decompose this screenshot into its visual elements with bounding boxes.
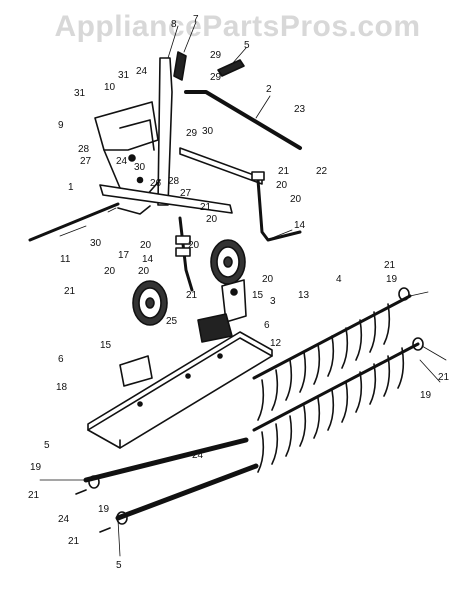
lower-strut: [175, 216, 194, 292]
callout-24: 24: [192, 450, 204, 461]
callout-19: 19: [420, 390, 432, 401]
callout-labels: 7 8 5 29 29 24 31 31 10 9 28 27 24 30 26…: [28, 14, 450, 571]
callout-24: 24: [136, 66, 148, 77]
callout-22: 22: [316, 166, 328, 177]
shaft-part-5-low: [115, 463, 259, 521]
callout-31: 31: [74, 88, 86, 99]
callout-14: 14: [142, 254, 154, 265]
callout-10: 10: [104, 82, 116, 93]
callout-24: 24: [116, 156, 128, 167]
callout-13: 13: [298, 290, 310, 301]
callout-27: 27: [80, 156, 92, 167]
plate-part-6-lower: [119, 355, 153, 387]
callout-30: 30: [202, 126, 214, 137]
axle-bracket: [179, 147, 302, 242]
callout-5: 5: [116, 560, 122, 571]
shaft-part-5-mid: [83, 437, 249, 483]
callout-19: 19: [30, 462, 42, 473]
callout-15: 15: [100, 340, 112, 351]
plate-part-6-upper: [197, 313, 233, 343]
callout-21: 21: [278, 166, 290, 177]
part-5-plate: [217, 59, 245, 77]
callout-20: 20: [276, 180, 288, 191]
callout-19: 19: [386, 274, 398, 285]
callout-21: 21: [68, 536, 80, 547]
callout-29: 29: [210, 50, 222, 61]
callout-20: 20: [104, 266, 116, 277]
wheel-right: [210, 239, 246, 285]
callout-20: 20: [262, 274, 274, 285]
leader-lines: [39, 21, 447, 557]
callout-21: 21: [384, 260, 396, 271]
callout-28: 28: [168, 176, 180, 187]
callout-6: 6: [58, 354, 64, 365]
callout-21: 21: [200, 202, 212, 213]
tine-row-upper: [252, 294, 412, 421]
callout-19: 19: [98, 504, 110, 515]
callout-20: 20: [188, 240, 200, 251]
watermark-text: AppliancePartsPros.com: [54, 10, 421, 43]
callout-21: 21: [438, 372, 450, 383]
hardware-pins: [75, 287, 424, 533]
callout-21: 21: [186, 290, 198, 301]
callout-12: 12: [270, 338, 282, 349]
callout-26: 26: [150, 178, 162, 189]
callout-30: 30: [134, 162, 146, 173]
callout-31: 31: [118, 70, 130, 81]
callout-20: 20: [290, 194, 302, 205]
callout-4: 4: [336, 274, 342, 285]
callout-5: 5: [44, 440, 50, 451]
callout-20: 20: [206, 214, 218, 225]
callout-11: 11: [60, 254, 71, 265]
callout-7: 7: [193, 14, 199, 25]
callout-9: 9: [58, 120, 64, 131]
callout-25: 25: [166, 316, 178, 327]
callout-29: 29: [186, 128, 198, 139]
callout-21: 21: [28, 490, 40, 501]
callout-3: 3: [270, 296, 276, 307]
tine-row-lower: [252, 342, 420, 473]
callout-29: 29: [210, 72, 222, 83]
callout-28: 28: [78, 144, 90, 155]
upper-frame-assembly: [94, 51, 233, 215]
wheel-left: [132, 280, 168, 326]
callout-17: 17: [118, 250, 130, 261]
callout-30: 30: [90, 238, 102, 249]
callout-2: 2: [266, 84, 272, 95]
callout-27: 27: [180, 188, 192, 199]
callout-14: 14: [294, 220, 306, 231]
callout-18: 18: [56, 382, 68, 393]
callout-23: 23: [294, 104, 306, 115]
callout-8: 8: [171, 19, 177, 30]
rod-part-11: [28, 202, 120, 242]
callout-5: 5: [244, 40, 250, 51]
bracket-part-3: [221, 279, 247, 323]
shaft-part-2: [184, 90, 302, 150]
callout-15: 15: [252, 290, 264, 301]
callout-20: 20: [138, 266, 150, 277]
callout-21: 21: [64, 286, 76, 297]
callout-24: 24: [58, 514, 70, 525]
callout-20: 20: [140, 240, 152, 251]
deck-plate-part-12: [87, 331, 273, 449]
callout-6: 6: [264, 320, 270, 331]
callout-1: 1: [68, 182, 74, 193]
